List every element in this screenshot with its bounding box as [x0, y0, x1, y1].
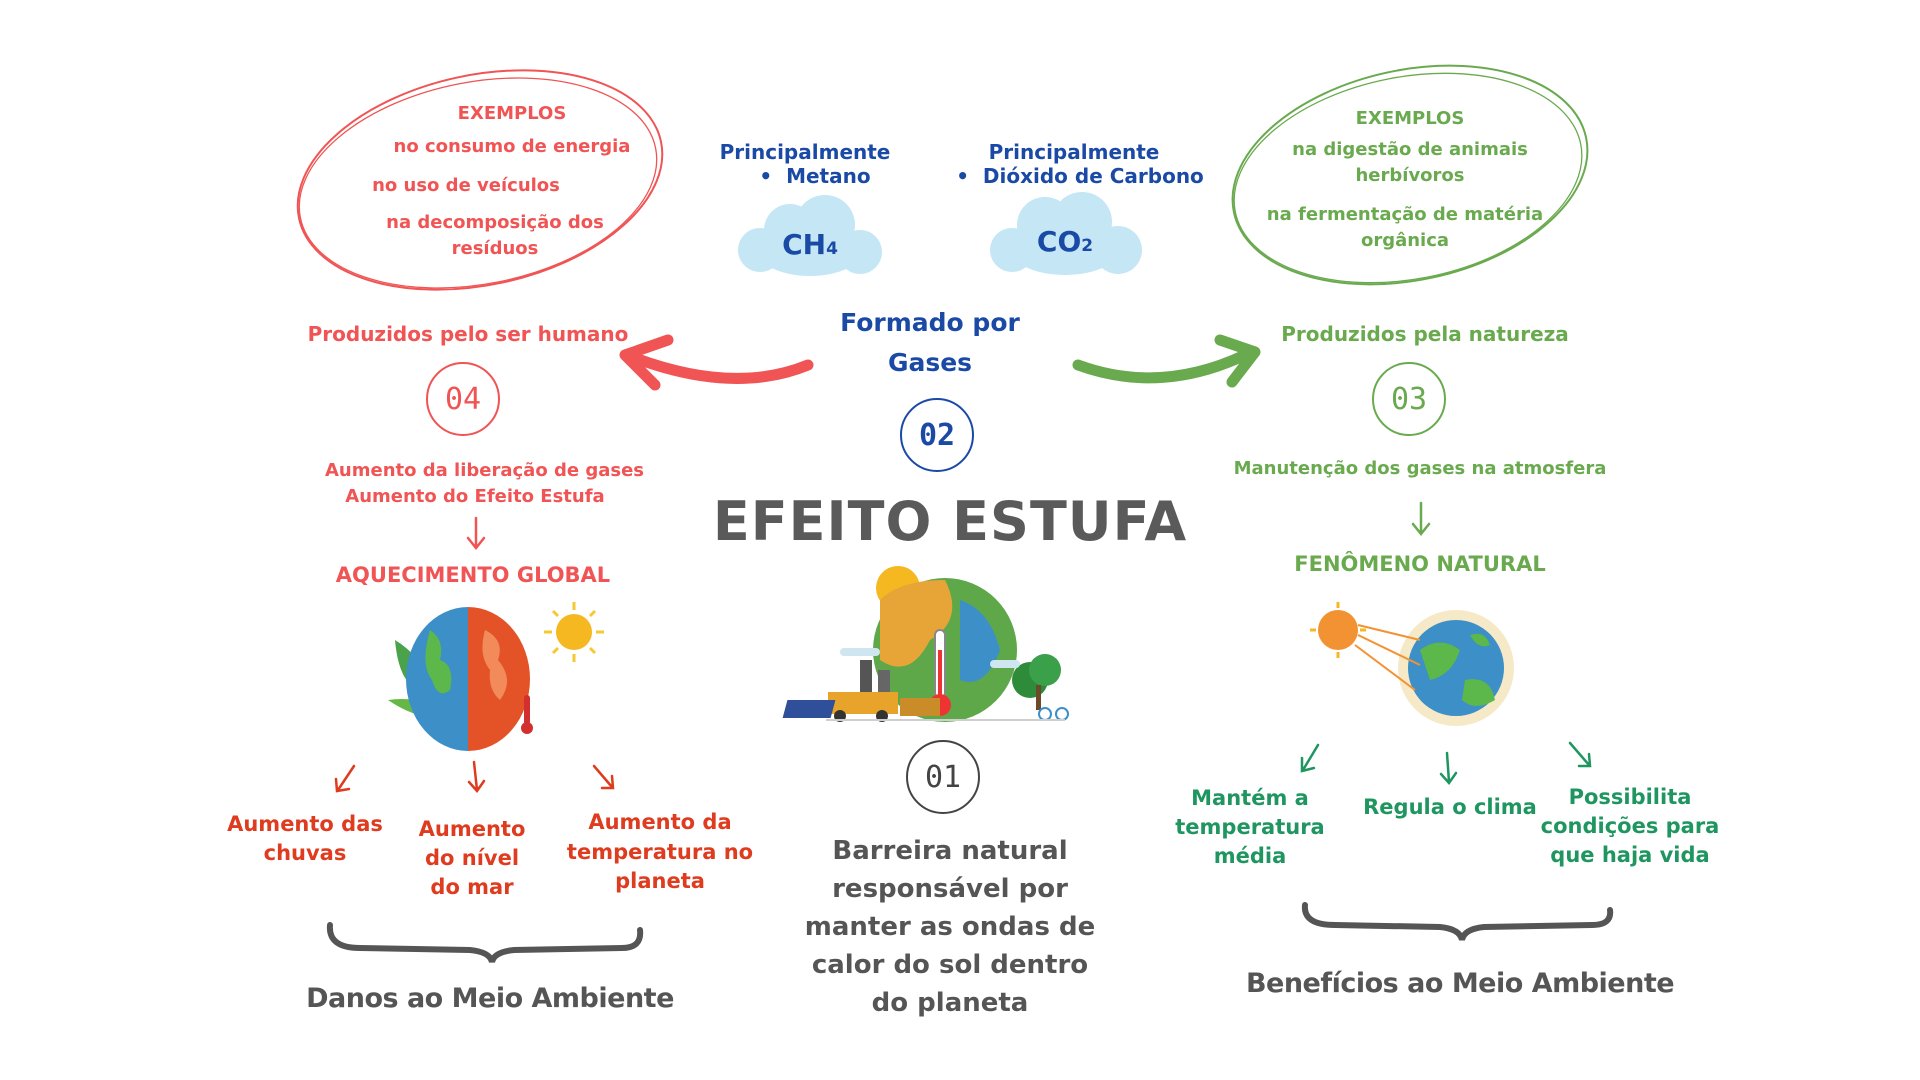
- co2-formula: CO2: [1015, 225, 1115, 258]
- methane-name: Metano: [786, 164, 871, 188]
- human-example-waste: resíduos: [451, 238, 539, 259]
- human-example-decomposition: na decomposição dos: [386, 212, 604, 233]
- human-effect-gases: Aumento da liberação de gases: [325, 460, 644, 481]
- nature-example-digestion: na digestão de animais: [1292, 139, 1528, 160]
- co2-heading: Principalmente: [988, 140, 1160, 164]
- barrier-line2: responsável por: [832, 874, 1068, 904]
- methane-bullet: • Metano: [759, 164, 871, 188]
- barrier-number-badge: 01: [906, 740, 980, 814]
- benefits-title: Benefícios ao Meio Ambiente: [1245, 968, 1675, 999]
- nature-example-organic: orgânica: [1360, 230, 1450, 251]
- nature-examples-title: EXEMPLOS: [1355, 108, 1465, 129]
- damage-rain-line1: Aumento das: [227, 812, 383, 836]
- human-examples-title: EXEMPLOS: [457, 103, 567, 124]
- co2-formula-main: CO: [1036, 225, 1082, 258]
- nature-effect: Manutenção dos gases na atmosfera: [1233, 458, 1607, 479]
- gases-number-badge: 02: [900, 398, 974, 472]
- formed-by-line1: Formado por: [840, 308, 1020, 337]
- methane-formula-sub: 4: [826, 239, 838, 259]
- damage-temp-line2: temperatura no: [566, 840, 754, 864]
- human-produced-label: Produzidos pelo ser humano: [307, 322, 629, 346]
- benefit-climate: Regula o clima: [1363, 795, 1537, 819]
- nature-produced-label: Produzidos pela natureza: [1281, 322, 1569, 346]
- methane-heading: Principalmente: [719, 140, 891, 164]
- benefit-life-line1: Possibilita: [1568, 785, 1692, 809]
- nature-example-herbivores: herbívoros: [1355, 165, 1465, 186]
- main-title: EFEITO ESTUFA: [712, 490, 1188, 553]
- benefit-temp-line3: média: [1213, 844, 1287, 868]
- benefit-life-line3: que haja vida: [1550, 843, 1710, 867]
- co2-name: Dióxido de Carbono: [982, 164, 1204, 188]
- damage-sea-line1: Aumento: [418, 817, 526, 841]
- barrier-line1: Barreira natural: [832, 836, 1068, 866]
- human-example-energy: no consumo de energia: [393, 136, 631, 157]
- human-number-badge: 04: [426, 362, 500, 436]
- methane-formula: CH4: [760, 228, 860, 261]
- human-effect-greenhouse: Aumento do Efeito Estufa: [345, 486, 605, 507]
- barrier-line5: do planeta: [871, 988, 1029, 1018]
- benefit-life-line2: condições para: [1540, 814, 1720, 838]
- natural-phenomenon-label: FENÔMENO NATURAL: [1294, 552, 1546, 576]
- barrier-line3: manter as ondas de: [804, 912, 1096, 942]
- co2-formula-sub: 2: [1081, 236, 1094, 256]
- benefit-temp-line1: Mantém a: [1191, 786, 1309, 810]
- formed-by-line2: Gases: [887, 348, 973, 377]
- methane-formula-main: CH: [782, 228, 827, 261]
- damage-temp-line3: planeta: [615, 869, 705, 893]
- barrier-line4: calor do sol dentro: [811, 950, 1089, 980]
- global-warming-label: AQUECIMENTO GLOBAL: [335, 563, 611, 587]
- benefit-temp-line2: temperatura: [1175, 815, 1325, 839]
- co2-bullet: • Dióxido de Carbono: [956, 164, 1204, 188]
- nature-number-badge: 03: [1372, 362, 1446, 436]
- nature-example-fermentation: na fermentação de matéria: [1266, 204, 1544, 225]
- damage-sea-line3: do mar: [430, 875, 514, 899]
- human-example-vehicles: no uso de veículos: [372, 175, 560, 196]
- damage-rain-line2: chuvas: [263, 841, 347, 865]
- damage-temp-line1: Aumento da: [588, 810, 732, 834]
- damage-sea-line2: do nível: [424, 846, 520, 870]
- damages-title: Danos ao Meio Ambiente: [306, 983, 674, 1014]
